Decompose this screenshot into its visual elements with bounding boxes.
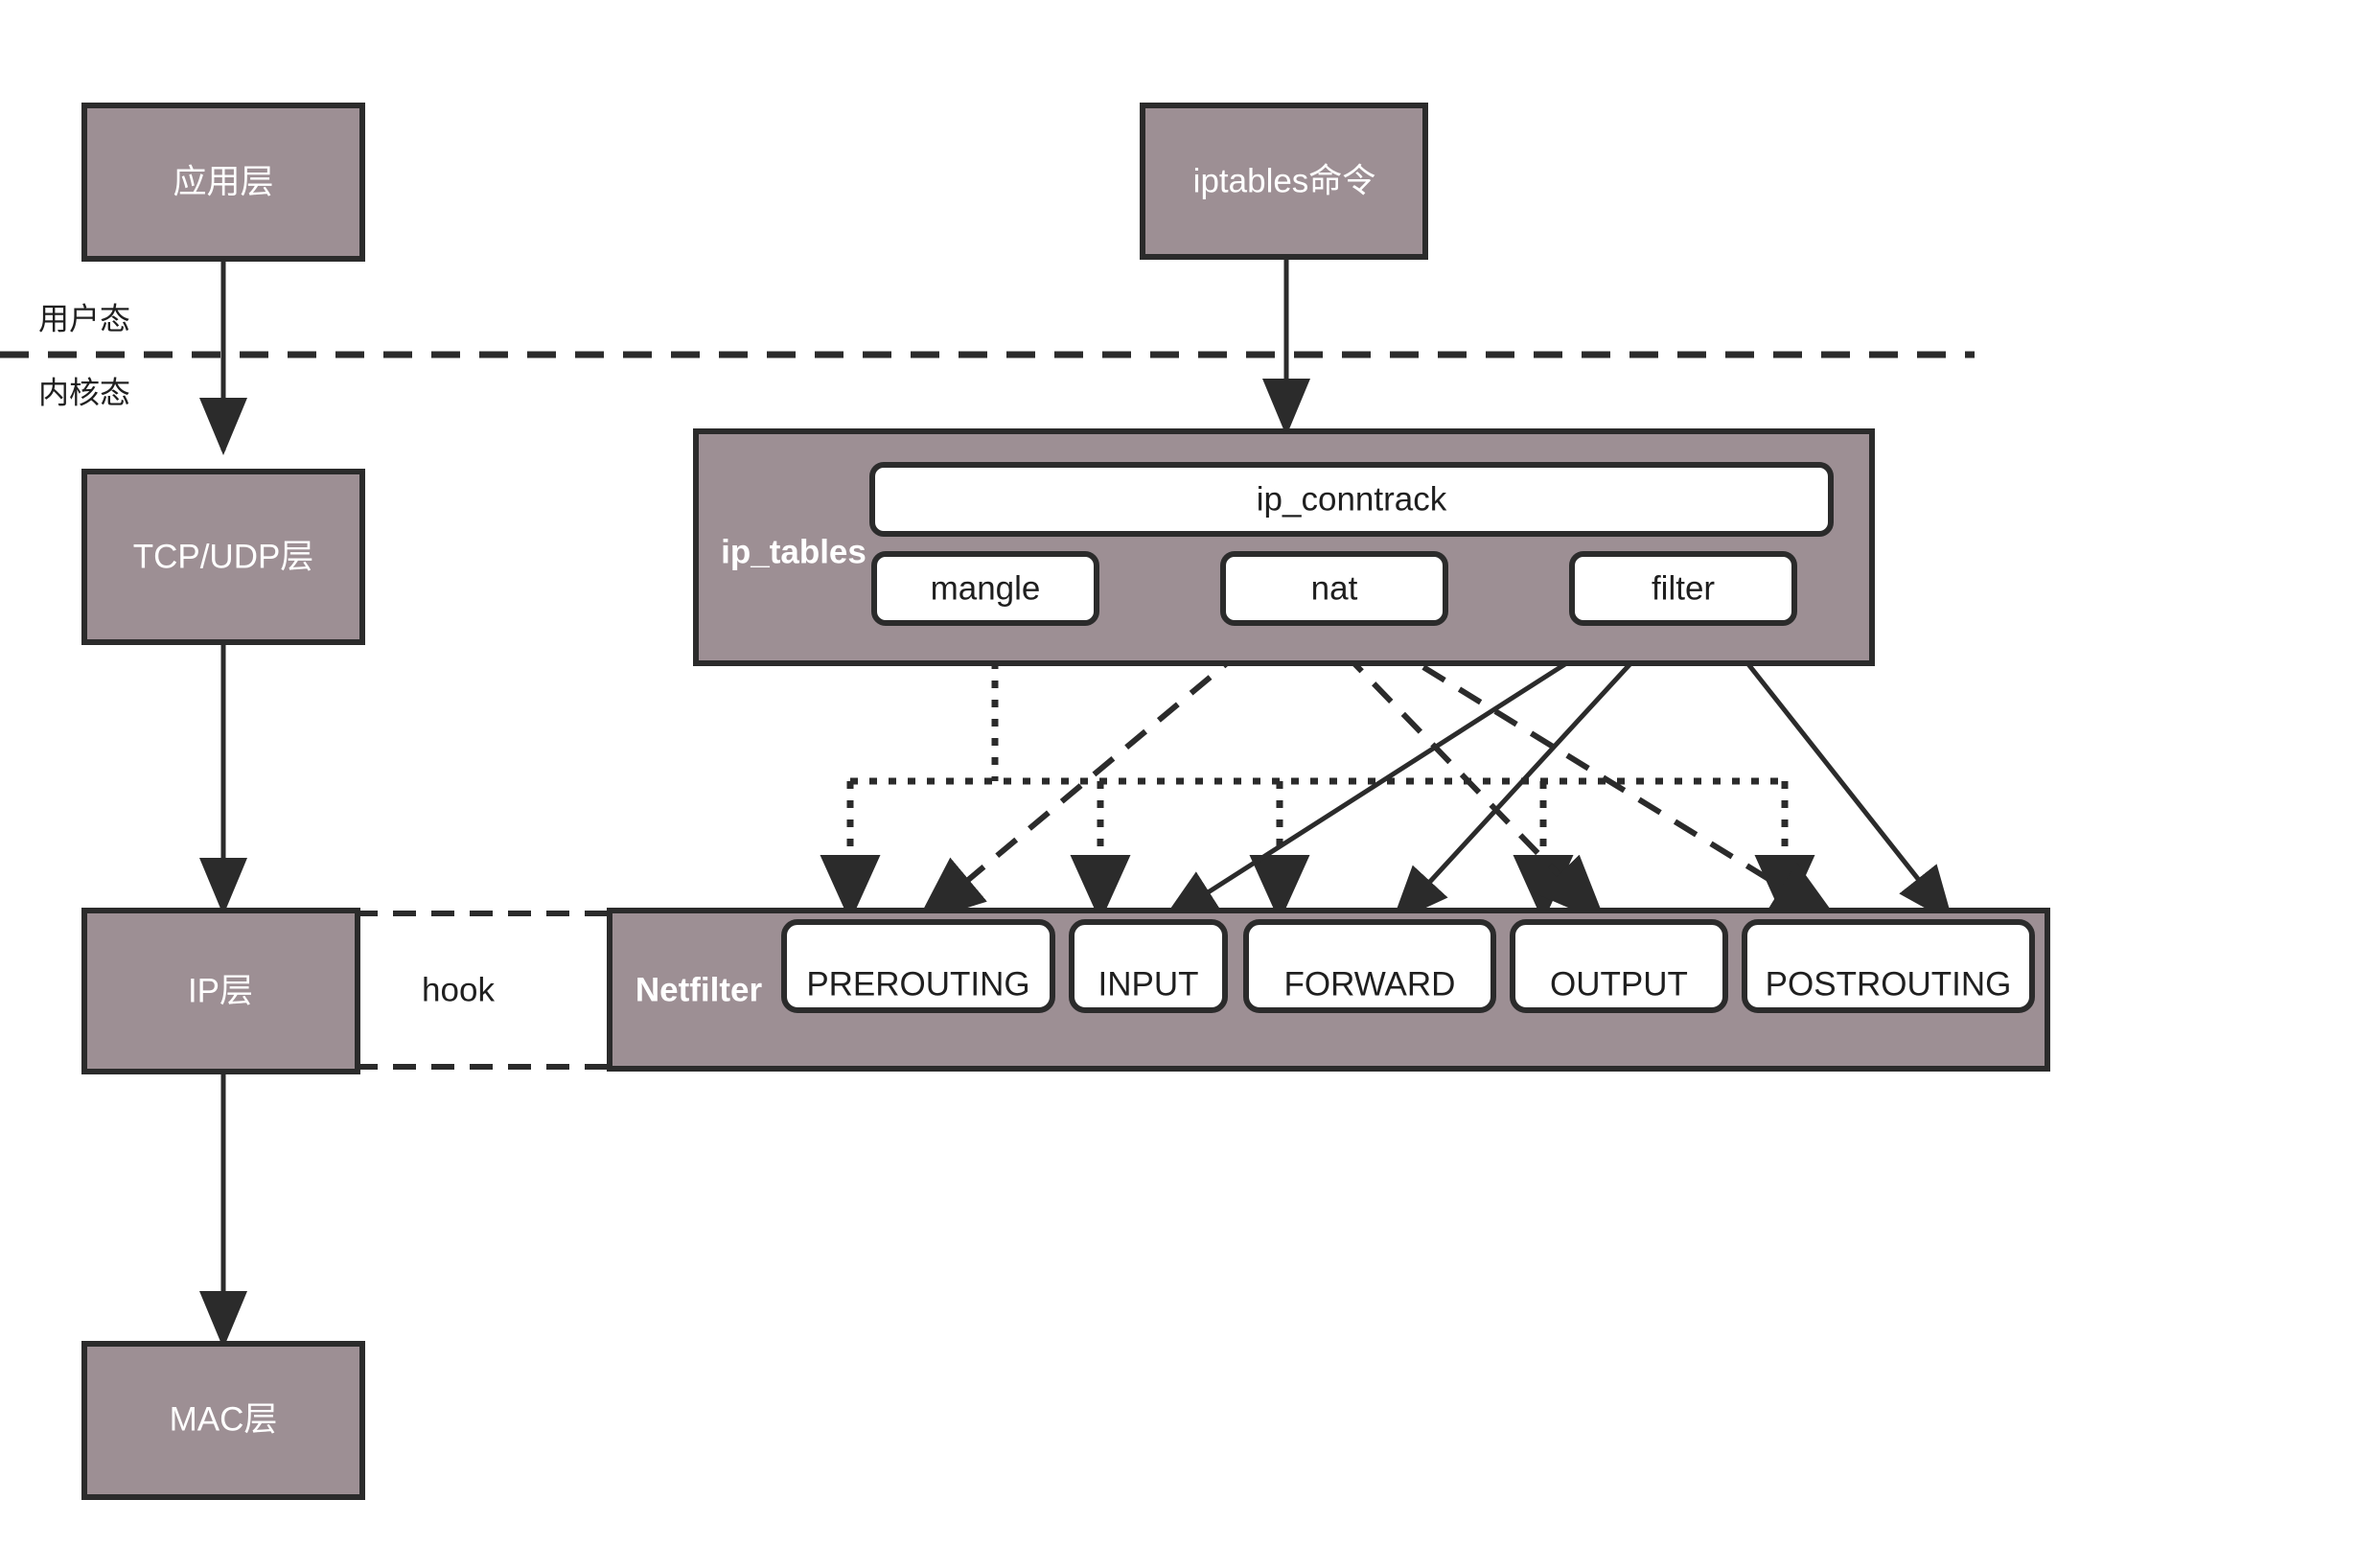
label-user-mode: 用户态 xyxy=(38,301,130,335)
label-application-layer: 应用层 xyxy=(173,163,273,200)
box-chain-input xyxy=(1069,919,1228,1013)
box-chain-postrouting xyxy=(1742,919,2035,1013)
box-iptables-command xyxy=(1140,103,1428,260)
edges-mangle xyxy=(820,623,1815,922)
label-chain-output: OUTPUT xyxy=(1550,965,1688,1003)
label-ip-layer: IP层 xyxy=(188,972,253,1009)
label-chain-input: INPUT xyxy=(1098,965,1199,1003)
label-hook: hook xyxy=(422,971,495,1008)
edges-filter xyxy=(1160,620,1954,924)
box-application-layer xyxy=(81,103,365,262)
box-chain-forward xyxy=(1243,919,1496,1013)
label-table-mangle: mangle xyxy=(931,569,1041,607)
label-iptables-command: iptables命令 xyxy=(1193,162,1376,199)
box-mac-layer xyxy=(81,1341,365,1500)
box-tcp-udp-layer xyxy=(81,469,365,645)
label-netfilter: Netfilter xyxy=(635,971,763,1008)
box-ip-conntrack xyxy=(869,462,1834,537)
label-chain-forward: FORWARD xyxy=(1284,965,1456,1003)
label-ip-tables: ip_tables xyxy=(721,533,867,570)
label-kernel-mode: 内核态 xyxy=(38,375,130,409)
box-table-filter xyxy=(1569,551,1797,626)
label-chain-prerouting: PREROUTING xyxy=(806,965,1029,1003)
label-tcp-udp-layer: TCP/UDP层 xyxy=(133,538,314,575)
box-table-nat xyxy=(1220,551,1448,626)
box-chain-prerouting xyxy=(781,919,1055,1013)
edges-nat xyxy=(915,620,1841,925)
label-table-filter: filter xyxy=(1652,569,1715,607)
box-ip-layer xyxy=(81,908,360,1074)
box-chain-output xyxy=(1510,919,1728,1013)
label-ip-conntrack: ip_conntrack xyxy=(1257,480,1447,518)
box-table-mangle xyxy=(871,551,1099,626)
label-chain-postrouting: POSTROUTING xyxy=(1766,965,2012,1003)
label-table-nat: nat xyxy=(1311,569,1358,607)
label-mac-layer: MAC层 xyxy=(170,1400,278,1438)
